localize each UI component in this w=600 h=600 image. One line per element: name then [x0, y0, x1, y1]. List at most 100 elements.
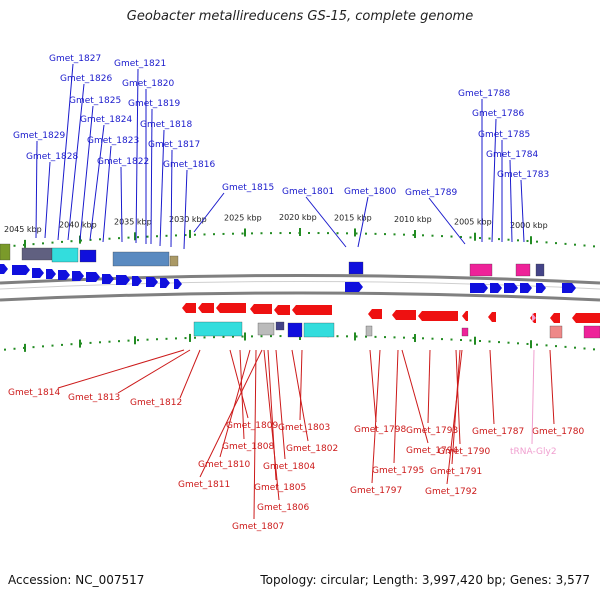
- forward-gene-arrow: [58, 270, 70, 280]
- scale-tick-label: 2040 kbp: [59, 221, 97, 230]
- backbone-line-inner: [0, 281, 600, 290]
- scale-tick-label: 2015 kbp: [334, 213, 372, 222]
- reverse-label-leader: [393, 349, 399, 464]
- lower-dot: [403, 336, 405, 339]
- forward-gene-arrow: [116, 275, 130, 285]
- lower-dot: [526, 342, 529, 345]
- forward-label-leader: [428, 197, 466, 245]
- reverse-label-leader: [229, 349, 249, 419]
- forward-feature-block: [348, 261, 364, 275]
- upper-dot: [51, 241, 54, 244]
- upper-dot: [460, 235, 462, 238]
- accession-text: Accession: NC_007517: [8, 573, 145, 587]
- lower-dot: [412, 336, 415, 339]
- forward-gene-label: Gmet_1819: [128, 99, 180, 109]
- reverse-gene-arrow: [488, 312, 496, 322]
- upper-dot: [488, 237, 491, 240]
- lower-dot: [384, 336, 386, 339]
- lower-dot: [260, 335, 263, 338]
- upper-dot: [260, 232, 263, 235]
- upper-dot: [61, 240, 63, 243]
- forward-gene-arrow: [46, 269, 56, 279]
- reverse-gene-label: Gmet_1814: [8, 388, 60, 398]
- upper-dot: [355, 232, 358, 235]
- reverse-feature-block: [193, 321, 243, 337]
- forward-feature-block: [469, 263, 493, 277]
- backbone-line-outer: [0, 274, 600, 285]
- upper-dot: [184, 234, 187, 237]
- reverse-label-leader: [401, 349, 429, 444]
- upper-dot: [479, 236, 481, 239]
- upper-dot: [564, 242, 567, 245]
- forward-label-leader: [491, 118, 497, 243]
- forward-label-leader: [150, 108, 153, 245]
- upper-dot: [422, 234, 424, 237]
- forward-label-leader: [57, 63, 74, 241]
- forward-gene-label: Gmet_1828: [26, 152, 78, 162]
- forward-gene-arrow: [536, 283, 546, 293]
- upper-dot: [279, 232, 282, 235]
- upper-dot: [308, 232, 310, 235]
- lower-dot: [270, 335, 272, 338]
- reverse-gene-label: Gmet_1787: [472, 427, 524, 437]
- reverse-label-leader: [427, 349, 431, 424]
- reverse-label-leader: [239, 349, 245, 440]
- lower-dot: [70, 343, 73, 346]
- lower-dot: [42, 345, 44, 348]
- forward-gene-arrow: [470, 283, 488, 293]
- forward-gene-arrow: [0, 264, 8, 274]
- reverse-gene-label: Gmet_1807: [232, 522, 284, 532]
- reverse-gene-label: Gmet_1792: [425, 487, 477, 497]
- scale-tick-label: 2030 kbp: [169, 215, 207, 224]
- upper-dot: [536, 240, 538, 243]
- forward-feature-block: [169, 255, 179, 267]
- reverse-gene-label: Gmet_1790: [438, 447, 490, 457]
- lower-dot: [460, 338, 462, 341]
- upper-dot: [70, 240, 73, 243]
- upper-dot: [450, 235, 453, 238]
- lower-dot: [498, 341, 500, 344]
- upper-dot: [517, 239, 519, 242]
- lower-dot: [507, 341, 510, 344]
- upper-dot: [441, 235, 443, 238]
- scale-tick: [474, 232, 476, 241]
- lower-dot: [422, 337, 424, 340]
- forward-gene-label: Gmet_1789: [405, 188, 457, 198]
- reverse-gene-label: Gmet_1794: [406, 446, 458, 456]
- lower-dot: [574, 346, 576, 349]
- reverse-gene-label: Gmet_1798: [354, 425, 406, 435]
- upper-dot: [431, 234, 434, 237]
- reverse-feature-block: [275, 321, 285, 331]
- reverse-gene-label: Gmet_1804: [263, 462, 315, 472]
- forward-feature-block: [112, 251, 170, 267]
- reverse-gene-arrow: [572, 313, 600, 323]
- forward-feature-block: [0, 243, 11, 261]
- upper-dot: [222, 232, 225, 235]
- scale-tick-label: 2000 kbp: [510, 221, 548, 230]
- lower-dot: [165, 337, 168, 340]
- forward-gene-arrow: [72, 271, 84, 281]
- upper-dot: [194, 233, 196, 236]
- upper-dot: [118, 237, 120, 240]
- forward-label-leader: [79, 105, 94, 241]
- forward-gene-label: Gmet_1817: [148, 140, 200, 150]
- upper-dot: [165, 234, 168, 237]
- upper-dot: [336, 232, 339, 235]
- upper-dot: [270, 232, 272, 235]
- lower-dot: [593, 348, 595, 351]
- lower-dot: [545, 344, 548, 347]
- reverse-gene-label: Gmet_1795: [372, 466, 424, 476]
- lower-dot: [346, 335, 348, 338]
- scale-tick-label: 2010 kbp: [394, 215, 432, 224]
- lower-dot: [355, 335, 358, 338]
- lower-dot: [175, 337, 177, 340]
- forward-gene-label: Gmet_1816: [163, 160, 215, 170]
- reverse-gene-label: Gmet_1810: [198, 460, 250, 470]
- reverse-feature-block: [303, 322, 335, 338]
- reverse-gene-label: Gmet_1813: [68, 393, 120, 403]
- reverse-gene-arrow: [550, 313, 560, 323]
- reverse-label-leader: [455, 349, 461, 445]
- lower-dot: [108, 340, 111, 343]
